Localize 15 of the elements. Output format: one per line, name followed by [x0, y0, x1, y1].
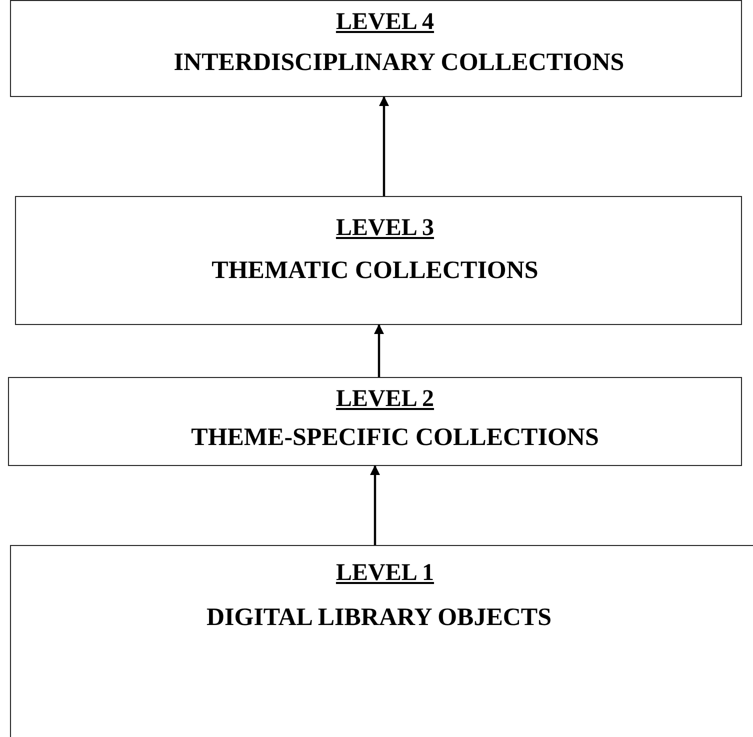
level-box — [10, 0, 742, 97]
level-heading: LEVEL 2 — [334, 386, 436, 413]
level-box — [10, 545, 753, 737]
level-box — [8, 377, 742, 466]
level-title: INTERDISCIPLINARY COLLECTIONS — [172, 49, 626, 77]
level-title: THEME-SPECIFIC COLLECTIONS — [190, 424, 600, 452]
level-heading: LEVEL 3 — [334, 215, 436, 242]
level-title: THEMATIC COLLECTIONS — [210, 257, 540, 285]
level-title: DIGITAL LIBRARY OBJECTS — [205, 604, 553, 632]
arrow — [370, 465, 380, 545]
level-heading: LEVEL 1 — [334, 560, 436, 587]
arrow — [374, 324, 384, 377]
level-box — [15, 196, 742, 325]
arrow — [379, 96, 389, 196]
level-heading: LEVEL 4 — [334, 9, 436, 36]
